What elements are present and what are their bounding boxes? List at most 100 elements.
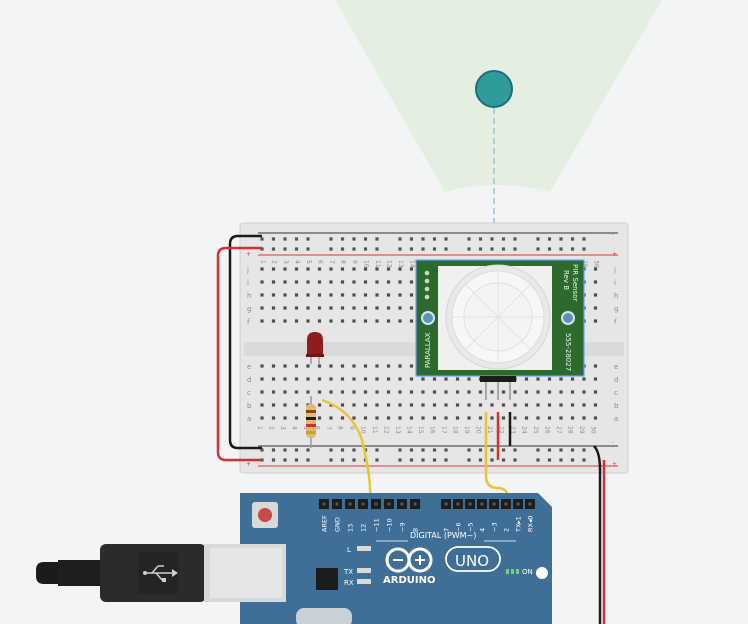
breadboard-hole[interactable] — [467, 403, 471, 407]
breadboard-hole[interactable] — [306, 364, 310, 368]
rail-hole[interactable] — [306, 458, 310, 462]
breadboard-hole[interactable] — [363, 319, 368, 323]
breadboard-hole[interactable] — [444, 390, 448, 394]
breadboard-hole[interactable] — [547, 403, 552, 407]
breadboard-hole[interactable] — [386, 306, 391, 310]
rail-hole[interactable] — [501, 247, 506, 251]
breadboard-hole[interactable] — [593, 319, 598, 323]
breadboard-hole[interactable] — [386, 364, 391, 368]
breadboard-hole[interactable] — [467, 390, 471, 394]
breadboard-hole[interactable] — [559, 403, 563, 407]
rail-hole[interactable] — [421, 237, 425, 241]
breadboard-hole[interactable] — [398, 319, 402, 323]
power-black-wire[interactable] — [593, 445, 602, 624]
breadboard-hole[interactable] — [421, 377, 425, 381]
rail-hole[interactable] — [306, 448, 310, 452]
breadboard-hole[interactable] — [352, 416, 356, 420]
breadboard-hole[interactable] — [386, 280, 391, 284]
rail-hole[interactable] — [352, 247, 356, 251]
rail-hole[interactable] — [559, 458, 563, 462]
rail-hole[interactable] — [340, 448, 345, 452]
breadboard-hole[interactable] — [329, 293, 333, 297]
breadboard-hole[interactable] — [501, 390, 506, 394]
breadboard-hole[interactable] — [455, 403, 460, 407]
breadboard-hole[interactable] — [421, 416, 425, 420]
breadboard-hole[interactable] — [524, 416, 529, 420]
rail-hole[interactable] — [582, 237, 586, 241]
breadboard-hole[interactable] — [593, 267, 598, 271]
breadboard-hole[interactable] — [363, 390, 368, 394]
breadboard-hole[interactable] — [398, 280, 402, 284]
breadboard-hole[interactable] — [340, 280, 345, 284]
breadboard-hole[interactable] — [352, 364, 356, 368]
reset-button[interactable] — [258, 508, 272, 522]
breadboard-hole[interactable] — [260, 416, 264, 420]
breadboard-hole[interactable] — [409, 280, 414, 284]
breadboard-hole[interactable] — [375, 306, 379, 310]
rail-hole[interactable] — [478, 458, 483, 462]
rail-hole[interactable] — [490, 247, 494, 251]
rail-hole[interactable] — [271, 247, 276, 251]
breadboard-hole[interactable] — [375, 377, 379, 381]
rail-hole[interactable] — [444, 458, 448, 462]
breadboard-hole[interactable] — [317, 403, 322, 407]
rail-hole[interactable] — [547, 247, 552, 251]
rail-hole[interactable] — [444, 237, 448, 241]
rail-hole[interactable] — [536, 247, 540, 251]
rail-hole[interactable] — [478, 448, 483, 452]
breadboard-hole[interactable] — [329, 416, 333, 420]
rail-hole[interactable] — [294, 458, 299, 462]
breadboard-hole[interactable] — [317, 319, 322, 323]
breadboard-hole[interactable] — [340, 306, 345, 310]
breadboard-hole[interactable] — [271, 364, 276, 368]
breadboard-hole[interactable] — [409, 306, 414, 310]
breadboard-hole[interactable] — [283, 403, 287, 407]
breadboard-hole[interactable] — [513, 416, 517, 420]
breadboard-hole[interactable] — [306, 267, 310, 271]
rail-hole[interactable] — [409, 247, 414, 251]
rail-jumper-black[interactable] — [228, 234, 262, 450]
breadboard-hole[interactable] — [363, 293, 368, 297]
breadboard-hole[interactable] — [306, 293, 310, 297]
breadboard-hole[interactable] — [593, 364, 598, 368]
rail-hole[interactable] — [271, 458, 276, 462]
breadboard-hole[interactable] — [398, 390, 402, 394]
rail-hole[interactable] — [570, 247, 575, 251]
rail-hole[interactable] — [536, 458, 540, 462]
breadboard-hole[interactable] — [375, 267, 379, 271]
breadboard-hole[interactable] — [271, 267, 276, 271]
rail-hole[interactable] — [467, 448, 471, 452]
rail-hole[interactable] — [329, 237, 333, 241]
rail-hole[interactable] — [294, 237, 299, 241]
breadboard-hole[interactable] — [352, 390, 356, 394]
breadboard-hole[interactable] — [409, 403, 414, 407]
breadboard-hole[interactable] — [340, 319, 345, 323]
breadboard-hole[interactable] — [375, 403, 379, 407]
breadboard-hole[interactable] — [593, 377, 598, 381]
rail-hole[interactable] — [559, 247, 563, 251]
rail-hole[interactable] — [375, 237, 379, 241]
breadboard-hole[interactable] — [352, 306, 356, 310]
rail-hole[interactable] — [306, 247, 310, 251]
breadboard-hole[interactable] — [467, 416, 471, 420]
breadboard-hole[interactable] — [260, 377, 264, 381]
rail-hole[interactable] — [352, 448, 356, 452]
breadboard-hole[interactable] — [559, 377, 563, 381]
rail-hole[interactable] — [570, 237, 575, 241]
rail-hole[interactable] — [478, 237, 483, 241]
rail-hole[interactable] — [329, 247, 333, 251]
breadboard-hole[interactable] — [490, 390, 494, 394]
breadboard-hole[interactable] — [352, 403, 356, 407]
breadboard-hole[interactable] — [593, 390, 598, 394]
breadboard-hole[interactable] — [260, 390, 264, 394]
rail-hole[interactable] — [501, 458, 506, 462]
breadboard-hole[interactable] — [593, 403, 598, 407]
breadboard-hole[interactable] — [432, 403, 437, 407]
rail-hole[interactable] — [421, 458, 425, 462]
rail-hole[interactable] — [398, 458, 402, 462]
breadboard-hole[interactable] — [375, 364, 379, 368]
breadboard-hole[interactable] — [570, 377, 575, 381]
rail-hole[interactable] — [582, 448, 586, 452]
breadboard-hole[interactable] — [467, 377, 471, 381]
